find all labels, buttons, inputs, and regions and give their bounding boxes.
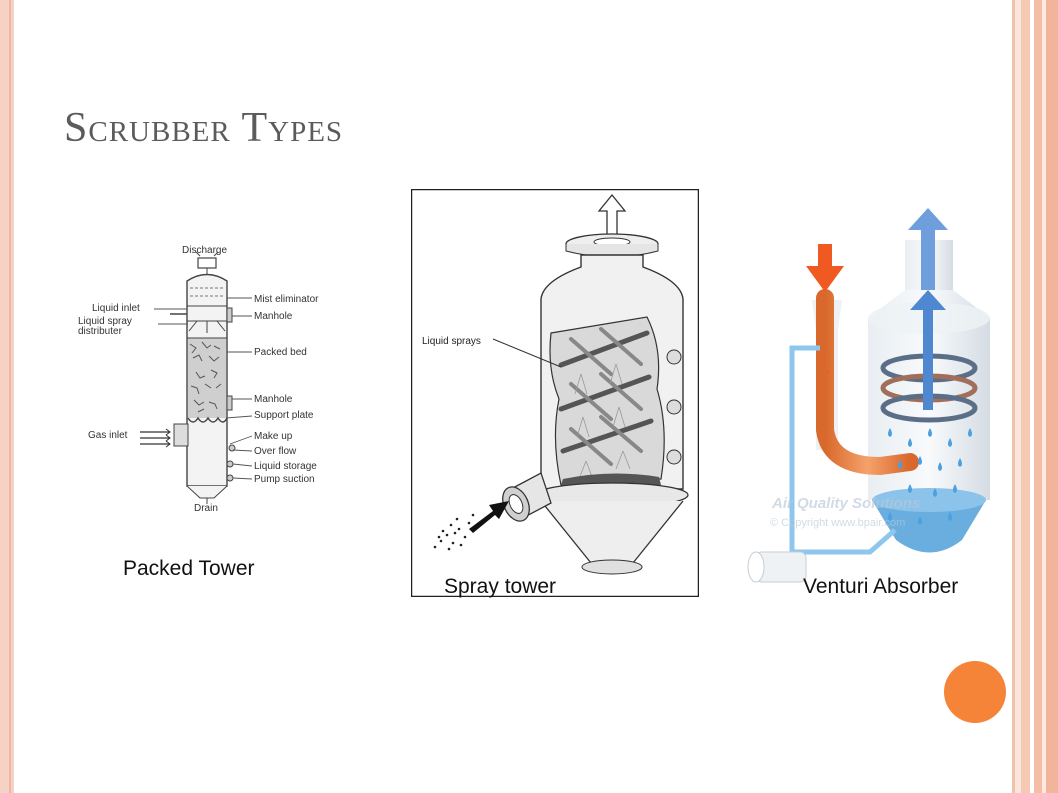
packed-tower-caption: Packed Tower [123,557,255,580]
right-border-stripes [1012,0,1058,793]
over-flow-label: Over flow [254,446,297,457]
liquid-sprays-label: Liquid sprays [422,336,481,347]
spray-tower-caption: Spray tower [444,575,557,598]
watermark-line-2: © Copyright www.bpair.com [770,517,905,529]
make-up-label: Make up [254,431,293,442]
watermark-line-1: Air Quality Solutions [771,495,920,512]
support-plate-label: Support plate [254,410,314,421]
slide-title: Scrubber Types [64,105,344,151]
liquid-storage-label: Liquid storage [254,461,317,472]
packed-bed-label: Packed bed [254,347,307,358]
discharge-label: Discharge [182,245,227,256]
manhole-bottom-label: Manhole [254,394,293,405]
left-border-line [9,0,11,793]
orange-accent-circle [944,661,1006,723]
mist-eliminator-label: Mist eliminator [254,294,319,305]
venturi-absorber-diagram: Air Quality Solutions © Copyright www.bp… [747,208,990,583]
liquid-spray-label: Liquid spray [78,316,132,327]
liquid-inlet-label: Liquid inlet [92,303,140,314]
spray-tower-diagram: Liquid sprays [411,189,699,597]
pump-suction-label: Pump suction [254,474,315,485]
distributer-label: distributer [78,326,123,337]
packed-tower-diagram: Discharge Liquid inlet Liquid spra [78,245,319,514]
drain-label: Drain [194,503,218,514]
manhole-top-label: Manhole [254,311,293,322]
left-border-band [0,0,14,793]
venturi-absorber-caption: Venturi Absorber [803,575,959,598]
gas-inlet-label: Gas inlet [88,430,128,441]
